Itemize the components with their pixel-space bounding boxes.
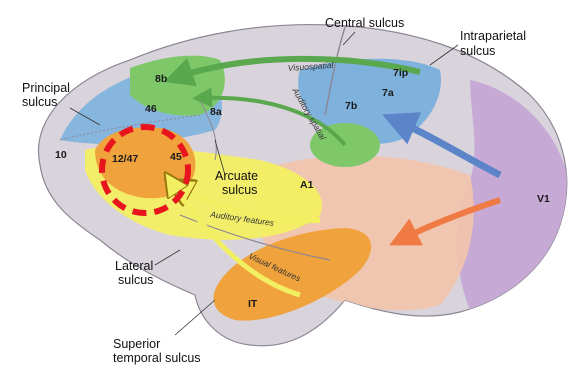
- sts-label-2: temporal sulcus: [113, 351, 201, 365]
- area-8a: 8a: [210, 106, 222, 118]
- area-46: 46: [145, 103, 157, 115]
- area-7a: 7a: [382, 87, 394, 99]
- area-12-47: 12/47: [112, 153, 138, 165]
- area-it: IT: [248, 298, 258, 310]
- intraparietal-label-1: Intraparietal: [460, 29, 526, 43]
- lateral-label-1: Lateral: [115, 259, 153, 273]
- central-sulcus-label: Central sulcus: [325, 16, 404, 30]
- area-45: 45: [170, 151, 182, 163]
- sts-label-1: Superior: [113, 337, 160, 351]
- occipital-region: [457, 80, 570, 310]
- lateral-label-2: sulcus: [118, 273, 153, 287]
- area-10: 10: [55, 149, 67, 161]
- area-7b: 7b: [345, 100, 357, 112]
- area-8b: 8b: [155, 73, 167, 85]
- area-a1: A1: [300, 179, 314, 191]
- area-7ip: 7ip: [393, 67, 408, 79]
- arcuate-label-1: Arcuate: [215, 169, 258, 183]
- intraparietal-label-2: sulcus: [460, 44, 495, 58]
- area-v1: V1: [537, 193, 550, 205]
- principal-label-2: sulcus: [22, 95, 57, 109]
- arcuate-label-2: sulcus: [222, 183, 257, 197]
- principal-label-1: Principal: [22, 81, 70, 95]
